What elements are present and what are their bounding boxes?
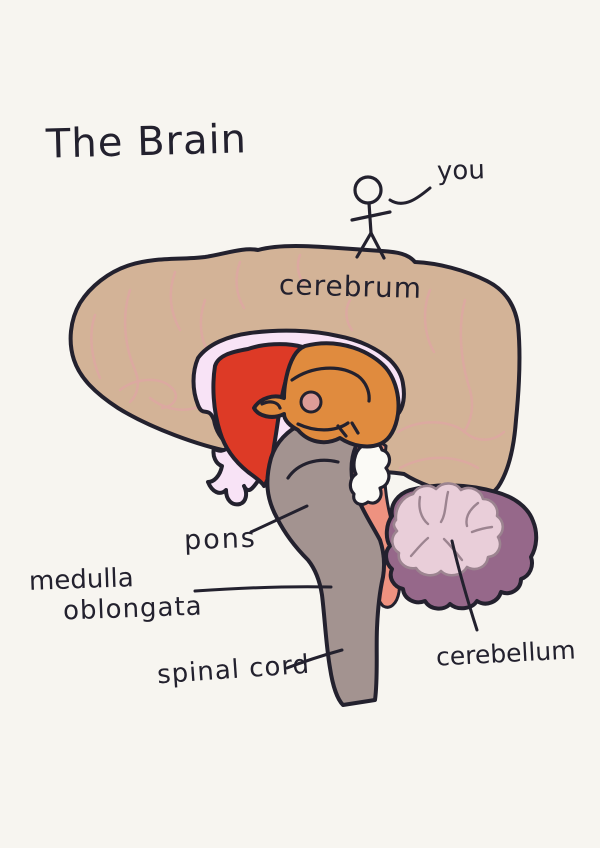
- label-oblongata: oblongata: [62, 591, 204, 627]
- midbrain-fold-lines: [260, 366, 371, 438]
- interthalamic-adhesion: [299, 390, 323, 414]
- arbor-vitae-folds: [409, 490, 494, 562]
- label-cerebellum: cerebellum: [435, 635, 577, 672]
- midbrain-orange-region: [252, 341, 401, 449]
- stick-figure-head: [353, 175, 383, 205]
- label-cerebrum: cerebrum: [278, 268, 423, 305]
- gyri-lines: [90, 253, 506, 470]
- fourth-ventricle-white: [348, 440, 392, 507]
- stick-figure-leg-left: [355, 231, 373, 259]
- stick-figure: [350, 175, 392, 260]
- pons-pointer-line: [249, 504, 309, 534]
- label-medulla: medulla: [28, 563, 135, 597]
- pointer-lines: [193, 186, 479, 670]
- stick-figure-arms: [350, 210, 392, 222]
- medulla-pointer-line: [193, 585, 333, 593]
- page-title: The Brain: [45, 116, 248, 168]
- label-pons: pons: [183, 522, 258, 557]
- stick-figure-leg-right: [369, 231, 386, 260]
- cerebellum-region: [384, 482, 539, 611]
- midbrain-outline: [252, 341, 401, 449]
- stick-figure-body: [367, 201, 373, 235]
- spinal-cord-pointer-line: [285, 648, 344, 670]
- label-you: you: [436, 155, 486, 187]
- pons-fold-line: [286, 458, 340, 480]
- cerebellum-pointer-line: [450, 539, 479, 632]
- you-pointer-line: [388, 186, 432, 205]
